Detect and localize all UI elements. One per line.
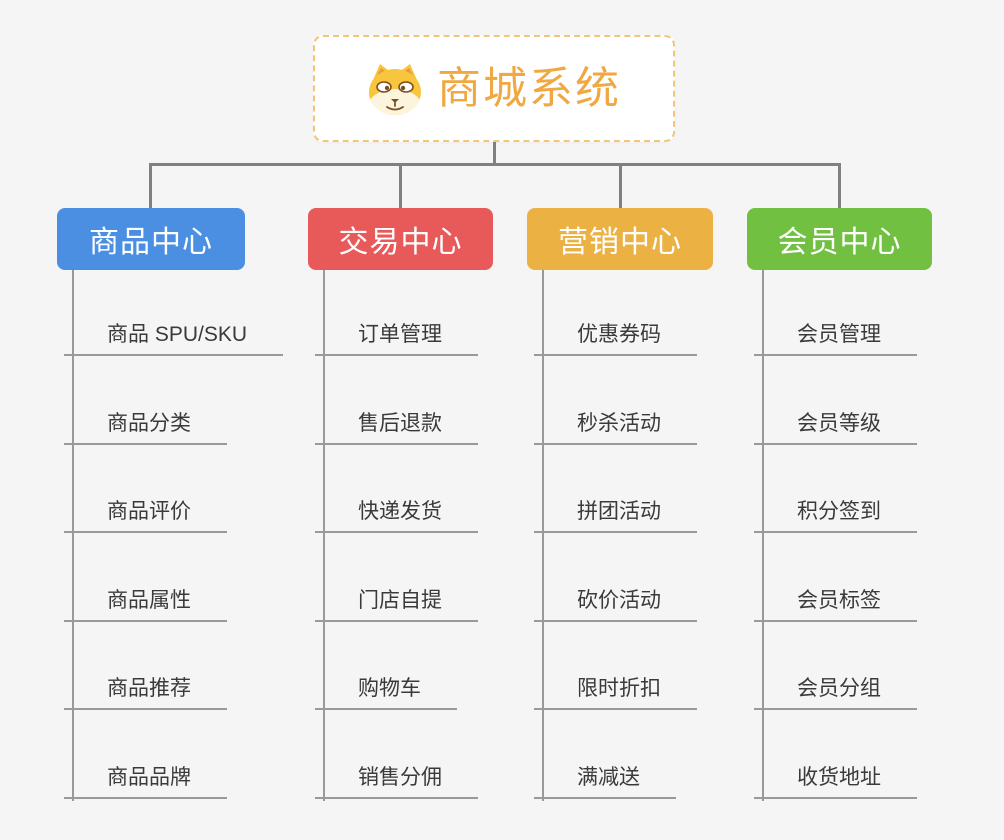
child-node[interactable]: 限时折扣 <box>534 674 697 710</box>
branch-column-product: 商品 SPU/SKU 商品分类 商品评价 商品属性 商品推荐 商品品牌 <box>64 270 284 801</box>
child-node[interactable]: 售后退款 <box>315 409 478 445</box>
child-node[interactable]: 门店自提 <box>315 586 478 622</box>
connector-drop-1 <box>149 163 152 208</box>
child-node[interactable]: 会员分组 <box>754 674 917 710</box>
child-node[interactable]: 会员等级 <box>754 409 917 445</box>
branch-column-member: 会员管理 会员等级 积分签到 会员标签 会员分组 收货地址 <box>754 270 917 801</box>
child-node[interactable]: 积分签到 <box>754 497 917 533</box>
root-title: 商城系统 <box>437 63 621 113</box>
root-node[interactable]: 商城系统 <box>313 35 675 142</box>
child-node[interactable]: 优惠券码 <box>534 320 697 356</box>
child-node[interactable]: 满减送 <box>534 763 676 799</box>
child-node[interactable]: 商品推荐 <box>64 674 227 710</box>
branch-column-trade: 订单管理 售后退款 快递发货 门店自提 购物车 销售分佣 <box>315 270 478 801</box>
child-node[interactable]: 商品属性 <box>64 586 227 622</box>
child-node[interactable]: 快递发货 <box>315 497 478 533</box>
connector-root-trunk <box>493 142 496 164</box>
child-node[interactable]: 拼团活动 <box>534 497 697 533</box>
child-node[interactable]: 砍价活动 <box>534 586 697 622</box>
child-node[interactable]: 销售分佣 <box>315 763 478 799</box>
child-node[interactable]: 会员管理 <box>754 320 917 356</box>
branch-node-marketing-center[interactable]: 营销中心 <box>527 208 713 270</box>
branch-node-trade-center[interactable]: 交易中心 <box>308 208 493 270</box>
connector-drop-4 <box>838 163 841 208</box>
dog-face-icon <box>369 63 421 115</box>
branch-node-product-center[interactable]: 商品中心 <box>57 208 245 270</box>
child-node[interactable]: 商品评价 <box>64 497 227 533</box>
branch-node-member-center[interactable]: 会员中心 <box>747 208 932 270</box>
connector-drop-2 <box>399 163 402 208</box>
child-node[interactable]: 收货地址 <box>754 763 917 799</box>
connector-horizontal <box>149 163 840 166</box>
child-node[interactable]: 秒杀活动 <box>534 409 697 445</box>
child-node[interactable]: 商品品牌 <box>64 763 227 799</box>
branch-column-marketing: 优惠券码 秒杀活动 拼团活动 砍价活动 限时折扣 满减送 <box>534 270 697 801</box>
child-node[interactable]: 订单管理 <box>315 320 478 356</box>
child-node[interactable]: 商品 SPU/SKU <box>64 320 284 356</box>
child-node[interactable]: 商品分类 <box>64 409 227 445</box>
child-node[interactable]: 会员标签 <box>754 586 917 622</box>
connector-drop-3 <box>619 163 622 208</box>
child-node[interactable]: 购物车 <box>315 674 457 710</box>
